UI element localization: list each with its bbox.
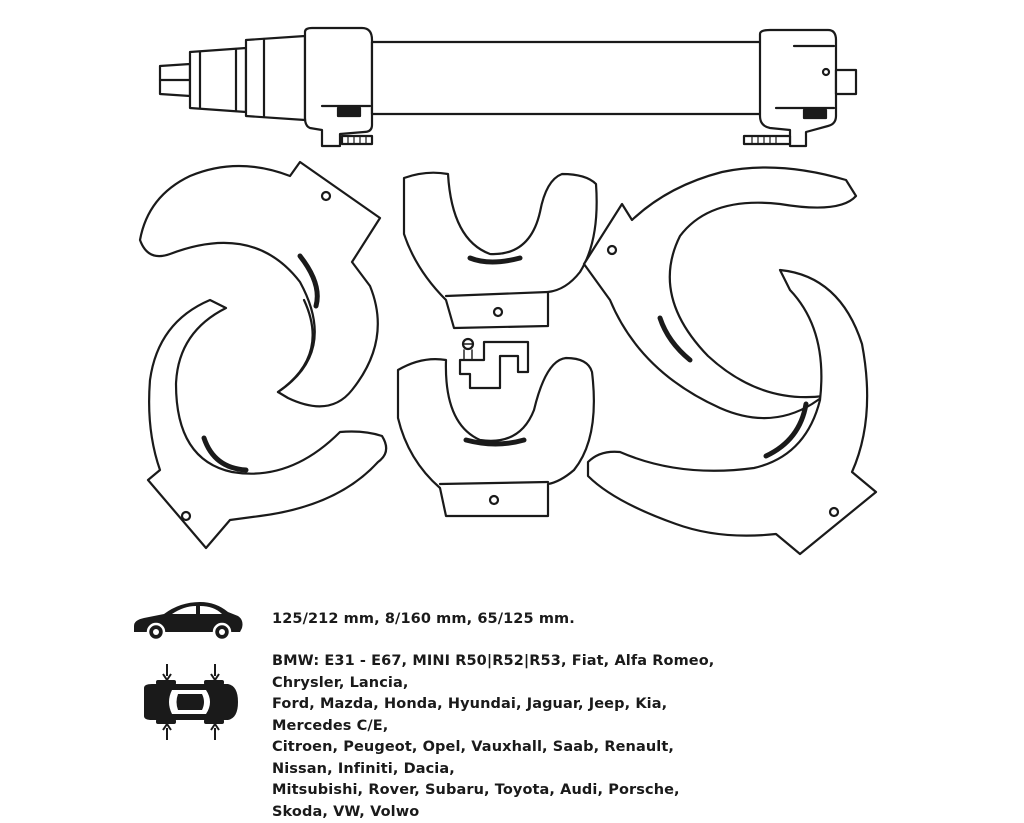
left-upper-c-plate — [138, 160, 382, 408]
left-lower-c-plate — [146, 298, 388, 550]
small-upper-horseshoe — [402, 171, 598, 330]
dimensions-text: 125/212 mm, 8/160 mm, 65/125 mm. — [272, 611, 575, 627]
models-line-2: Ford, Mazda, Honda, Hyundai, Jaguar, Jee… — [272, 696, 668, 734]
compatible-models-text: BMW: E31 - E67, MINI R50|R52|R53, Fiat, … — [272, 651, 720, 823]
models-line-4: Mitsubishi, Rover, Subaru, Toyota, Audi,… — [272, 782, 680, 820]
small-lower-horseshoe — [396, 337, 595, 518]
right-upper-c-plate — [582, 166, 858, 420]
models-line-3: Citroen, Peugeot, Opel, Vauxhall, Saab, … — [272, 739, 674, 777]
car-side-icon — [134, 602, 243, 642]
right-lower-c-plate — [586, 268, 878, 556]
car-top-view-icon — [144, 664, 238, 740]
spring-compressor-illustration — [138, 26, 878, 556]
spindle-assembly — [158, 26, 858, 148]
models-line-1: BMW: E31 - E67, MINI R50|R52|R53, Fiat, … — [272, 653, 715, 691]
